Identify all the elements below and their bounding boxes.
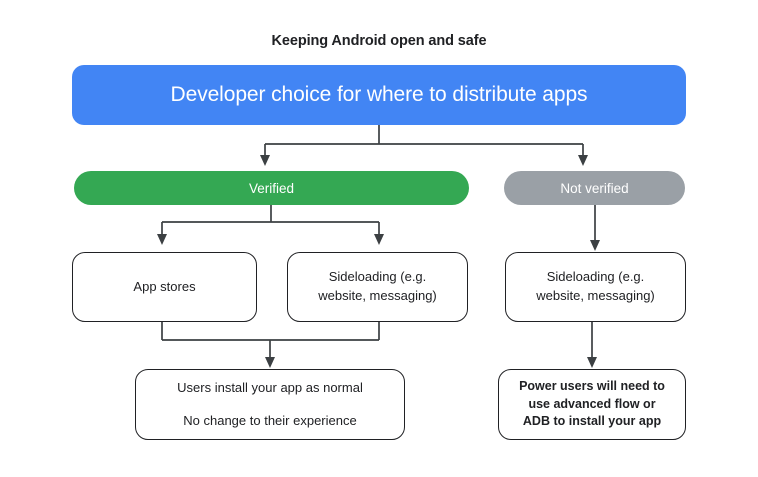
banner-label: Developer choice for where to distribute…	[170, 83, 588, 106]
arrowhead-to-users-outcome	[265, 357, 275, 368]
box-power-users-outcome-line2: use advanced flow or	[528, 396, 656, 411]
arrowhead-to-sideloading-not-verified	[590, 240, 600, 251]
arrowhead-to-app-stores	[157, 234, 167, 245]
box-sideloading-verified[interactable]: Sideloading (e.g. website, messaging)	[287, 252, 468, 322]
box-sideloading-not-verified-line1: Sideloading (e.g.	[546, 269, 645, 285]
box-sideloading-not-verified-line2: website, messaging)	[536, 288, 655, 303]
box-sideloading-not-verified[interactable]: Sideloading (e.g. website, messaging)	[505, 252, 686, 322]
diagram-title: Keeping Android open and safe	[271, 33, 487, 49]
box-app-stores[interactable]: App stores	[72, 252, 257, 322]
connector-verified-split	[161, 205, 380, 234]
box-power-users-outcome[interactable]: Power users will need to use advanced fl…	[498, 369, 686, 440]
box-sideloading-verified-line1: Sideloading (e.g.	[328, 269, 427, 285]
box-power-users-outcome-line3: ADB to install your app	[522, 414, 662, 429]
pill-not-verified-label: Not verified	[560, 180, 629, 196]
arrowhead-to-not-verified	[578, 155, 588, 166]
arrowhead-to-sideloading-verified	[374, 234, 384, 245]
box-users-outcome-line2: No change to their experience	[183, 412, 357, 428]
box-users-outcome-line1: Users install your app as normal	[177, 379, 363, 395]
arrowhead-to-verified	[260, 155, 270, 166]
pill-verified[interactable]: Verified	[74, 171, 469, 205]
pill-not-verified[interactable]: Not verified	[504, 171, 685, 205]
box-sideloading-verified-line2: website, messaging)	[318, 288, 437, 303]
connector-banner-split	[264, 125, 584, 155]
pill-verified-label: Verified	[248, 180, 295, 196]
box-users-outcome[interactable]: Users install your app as normal No chan…	[135, 369, 405, 440]
arrowhead-to-power-users-outcome	[587, 357, 597, 368]
banner-developer-choice[interactable]: Developer choice for where to distribute…	[72, 65, 686, 125]
box-power-users-outcome-line1: Power users will need to	[519, 378, 665, 393]
box-app-stores-label: App stores	[133, 278, 196, 294]
connector-verified-merge	[161, 322, 380, 358]
